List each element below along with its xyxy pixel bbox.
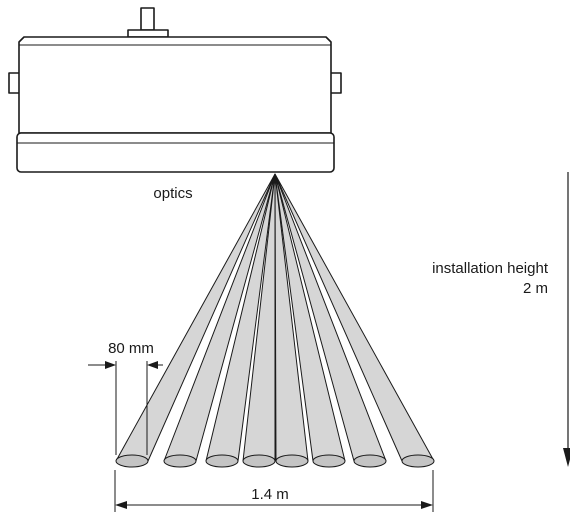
optics-label: optics [153, 185, 192, 202]
total-width-label: 1.4 m [251, 486, 289, 503]
sensor-device [8, 7, 342, 173]
installation-height-label: installation height [432, 260, 549, 277]
total-width-dimension [114, 470, 434, 512]
right-mount-tab [331, 72, 342, 94]
beam-spot-2 [163, 454, 197, 468]
total-width-arrow-left [115, 501, 127, 509]
beam-width-arrow-right [147, 361, 158, 369]
beam-width-dimension [88, 361, 163, 455]
beam-spot-6 [312, 454, 346, 468]
beam-width-arrow-left [105, 361, 116, 369]
beam-spot-3 [205, 454, 239, 468]
beam-width-label: 80 mm [108, 340, 154, 357]
beam-spot-8 [401, 454, 435, 468]
beam-spot-4 [242, 454, 276, 468]
left-mount-tab [8, 72, 19, 94]
beam-spot-5 [275, 454, 309, 468]
light-beams [115, 173, 435, 468]
height-arrow-head [563, 448, 570, 467]
top-connector [140, 7, 155, 31]
height-dimension [563, 172, 570, 467]
optics-window [16, 132, 335, 173]
installation-height-value: 2 m [523, 280, 548, 297]
beam-spot-1 [115, 454, 149, 468]
total-width-arrow-right [421, 501, 433, 509]
housing [18, 36, 332, 134]
top-connector-base [127, 29, 169, 38]
beam-spot-7 [353, 454, 387, 468]
